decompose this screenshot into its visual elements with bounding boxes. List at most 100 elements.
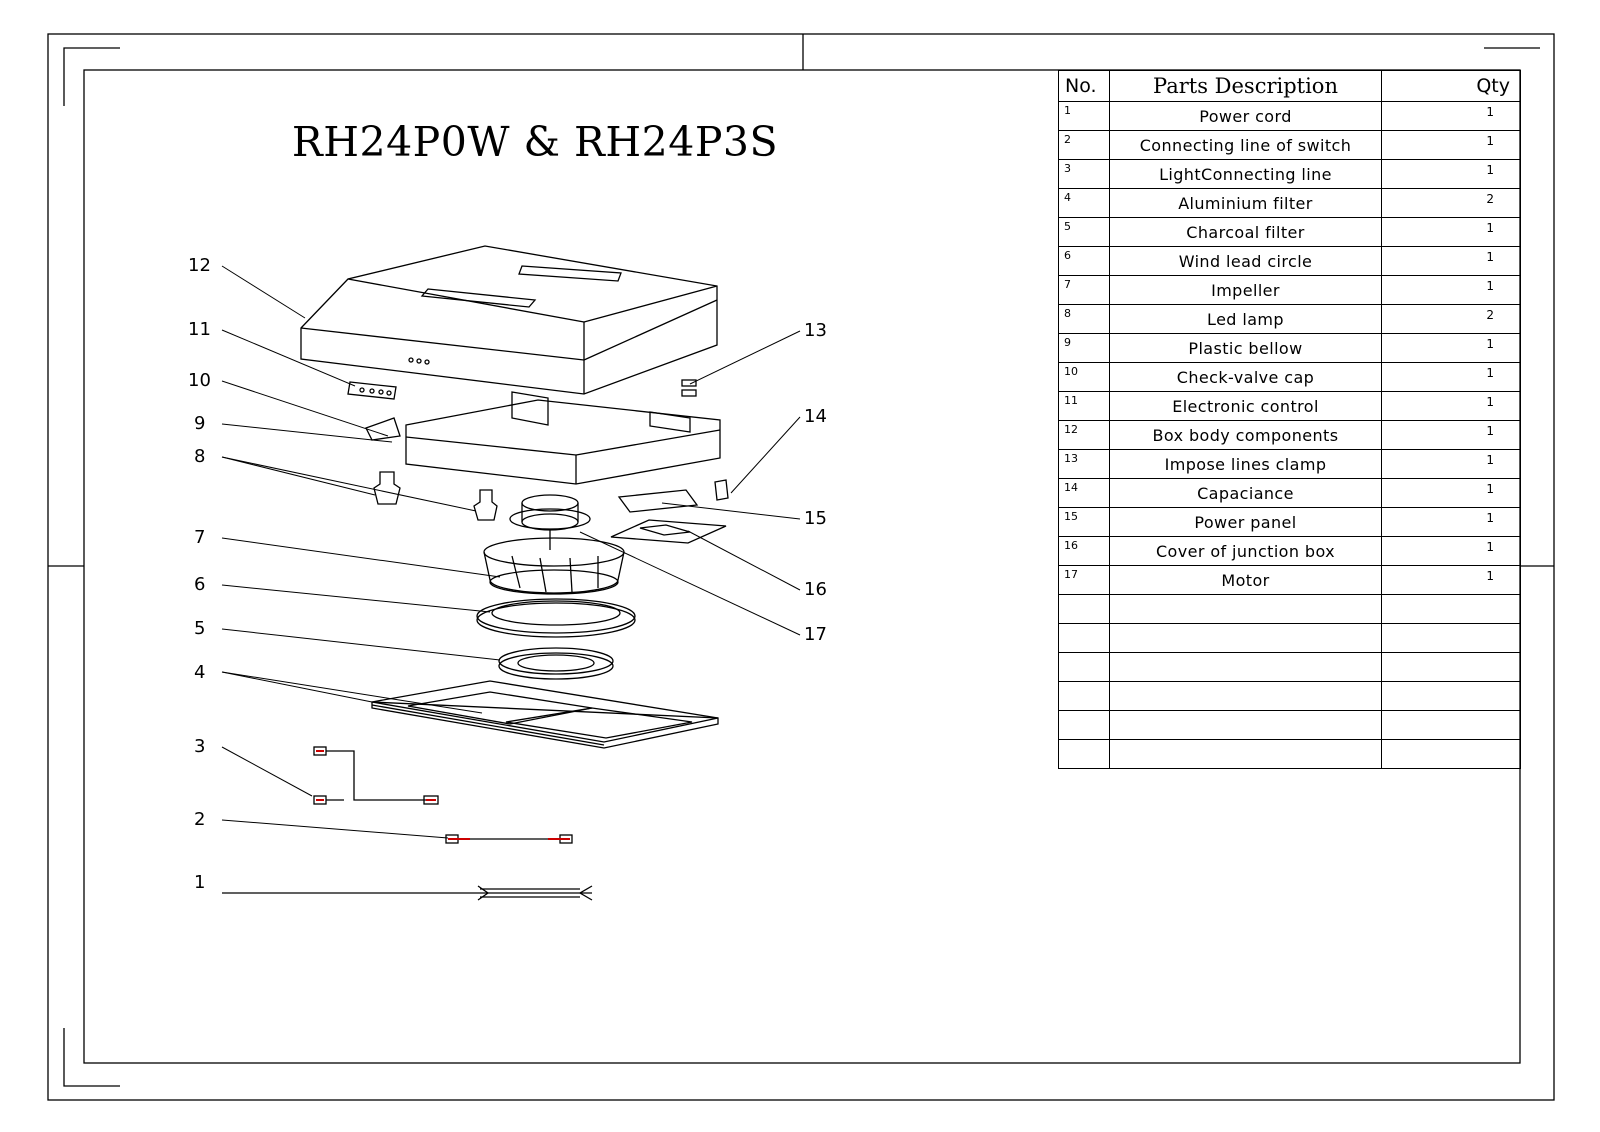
- wire-accents: [316, 750, 570, 840]
- outer-frame: [47, 33, 1555, 1101]
- part-number: 3: [1058, 159, 1110, 189]
- part-number: [1058, 710, 1110, 740]
- part-description: Plastic bellow: [1109, 333, 1382, 363]
- corner-mark-bottom-left: [63, 1028, 120, 1087]
- callout-3: 3: [194, 736, 206, 757]
- part-qty: 1: [1381, 478, 1521, 508]
- part-qty: 1: [1381, 275, 1521, 305]
- corner-mark-top-left: [63, 47, 120, 106]
- part-number: 1: [1058, 101, 1110, 131]
- part-description: Power panel: [1109, 507, 1382, 537]
- part-8-led-lamps: [373, 471, 498, 521]
- callout-9: 9: [194, 413, 206, 434]
- callout-6: 6: [194, 574, 206, 595]
- part-qty: 1: [1381, 246, 1521, 276]
- part-description: Aluminium filter: [1109, 188, 1382, 218]
- callout-8: 8: [194, 446, 206, 467]
- header-description: Parts Description: [1109, 70, 1382, 102]
- part-number: 2: [1058, 130, 1110, 160]
- part-3-light-connecting-line: [313, 746, 439, 805]
- part-description: Cover of junction box: [1109, 536, 1382, 566]
- part-description: Connecting line of switch: [1109, 130, 1382, 160]
- table-row: [1058, 739, 1521, 769]
- part-qty: [1381, 739, 1521, 769]
- part-number: 9: [1058, 333, 1110, 363]
- part-number: 7: [1058, 275, 1110, 305]
- part-qty: 1: [1381, 101, 1521, 131]
- part-15-power-panel: [617, 489, 699, 513]
- part-number: 14: [1058, 478, 1110, 508]
- part-number: [1058, 681, 1110, 711]
- part-17-motor: [509, 494, 591, 550]
- part-description: [1109, 710, 1382, 740]
- part-qty: 1: [1381, 362, 1521, 392]
- part-qty: 2: [1381, 304, 1521, 334]
- part-14-capacitor: [714, 479, 729, 501]
- header-no: No.: [1058, 70, 1110, 102]
- part-13-clamps: [681, 379, 697, 397]
- part-7-impeller: [483, 537, 625, 595]
- header-qty: Qty: [1381, 70, 1521, 102]
- callout-13: 13: [804, 320, 827, 341]
- part-11-electronic-control: [347, 381, 397, 400]
- part-qty: 1: [1381, 130, 1521, 160]
- part-qty: [1381, 623, 1521, 653]
- part-description: Box body components: [1109, 420, 1382, 450]
- part-description: Check-valve cap: [1109, 362, 1382, 392]
- part-qty: 1: [1381, 449, 1521, 479]
- callout-7: 7: [194, 527, 206, 548]
- part-qty: 1: [1381, 420, 1521, 450]
- part-qty: [1381, 652, 1521, 682]
- part-description: Electronic control: [1109, 391, 1382, 421]
- part-4-aluminium-filters: [371, 680, 719, 749]
- part-description: Motor: [1109, 565, 1382, 595]
- table-row: [1058, 710, 1521, 740]
- part-6-wind-lead-circle: [476, 598, 636, 638]
- part-description: [1109, 652, 1382, 682]
- callout-17: 17: [804, 624, 827, 645]
- part-5-charcoal-filter: [498, 647, 614, 680]
- callout-4: 4: [194, 662, 206, 683]
- part-number: 16: [1058, 536, 1110, 566]
- part-description: Charcoal filter: [1109, 217, 1382, 247]
- part-description: [1109, 594, 1382, 624]
- table-row: [1058, 681, 1521, 711]
- table-row: [1058, 652, 1521, 682]
- part-10-check-valve-cap: [365, 417, 401, 441]
- part-qty: 1: [1381, 391, 1521, 421]
- callout-15: 15: [804, 508, 827, 529]
- part-description: Impose lines clamp: [1109, 449, 1382, 479]
- part-description: [1109, 681, 1382, 711]
- callout-12: 12: [188, 255, 211, 276]
- part-number: 8: [1058, 304, 1110, 334]
- part-description: [1109, 739, 1382, 769]
- part-qty: 2: [1381, 188, 1521, 218]
- callout-2: 2: [194, 809, 206, 830]
- part-qty: 1: [1381, 217, 1521, 247]
- part-description: Led lamp: [1109, 304, 1382, 334]
- part-description: Power cord: [1109, 101, 1382, 131]
- callout-5: 5: [194, 618, 206, 639]
- part-description: Wind lead circle: [1109, 246, 1382, 276]
- callout-1: 1: [194, 872, 206, 893]
- part-16-junction-cover: [610, 519, 727, 544]
- callout-16: 16: [804, 579, 827, 600]
- part-qty: [1381, 710, 1521, 740]
- part-qty: 1: [1381, 507, 1521, 537]
